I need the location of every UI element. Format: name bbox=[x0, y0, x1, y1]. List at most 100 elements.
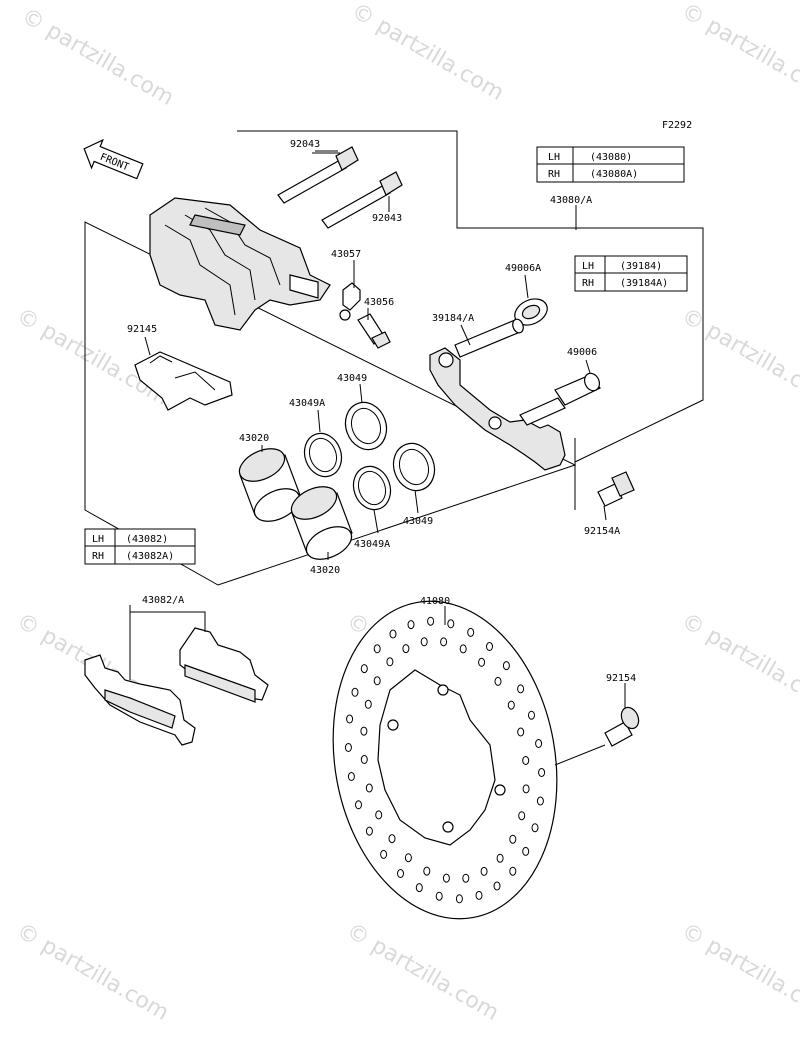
disc-vent-hole bbox=[351, 687, 359, 697]
label-43049a-upper: 43049A bbox=[289, 398, 325, 409]
disc-vent-hole bbox=[496, 853, 504, 863]
disc-vent-hole bbox=[455, 894, 463, 904]
disc-vent-hole bbox=[442, 873, 450, 883]
disc-vent-hole bbox=[493, 881, 501, 891]
label-43057: 43057 bbox=[331, 249, 361, 260]
seal-a-lower bbox=[352, 465, 392, 511]
brake-pad-left bbox=[84, 654, 196, 746]
leader-lines bbox=[129, 150, 626, 766]
disc-vent-hole bbox=[462, 873, 470, 883]
disc-vent-hole bbox=[415, 883, 423, 893]
seal-a-upper bbox=[303, 432, 343, 478]
disc-vent-holes bbox=[344, 616, 546, 904]
disc-vent-hole bbox=[389, 629, 397, 639]
disc-vent-hole bbox=[509, 834, 517, 844]
table-side: RH bbox=[92, 551, 104, 562]
table-part: (39184) bbox=[620, 261, 662, 272]
callout-labels: 92043 92043 43080/A 43057 43056 49006A 3… bbox=[127, 139, 636, 684]
disc-vent-hole bbox=[517, 684, 525, 694]
pads-side-table: LH (43082) RH (43082A) bbox=[84, 528, 196, 565]
disc-vent-hole bbox=[502, 661, 510, 671]
disc-vent-hole bbox=[344, 743, 352, 752]
label-92043-bottom: 92043 bbox=[372, 213, 402, 224]
disc-vent-hole bbox=[360, 755, 368, 764]
table-part: (43080A) bbox=[590, 169, 638, 180]
disc-vent-hole bbox=[360, 664, 368, 674]
label-43020-upper: 43020 bbox=[239, 433, 269, 444]
disc-vent-hole bbox=[388, 834, 396, 844]
disc-vent-hole bbox=[365, 783, 373, 793]
seal-lower bbox=[392, 442, 436, 492]
disc-vent-hole bbox=[522, 846, 530, 856]
table-side: LH bbox=[92, 534, 104, 545]
label-92043-top: 92043 bbox=[290, 139, 320, 150]
disc-vent-hole bbox=[402, 644, 410, 654]
table-part: (43080) bbox=[590, 152, 632, 163]
label-92145: 92145 bbox=[127, 324, 157, 335]
disc-vent-hole bbox=[480, 866, 488, 876]
disc-vent-hole bbox=[528, 710, 535, 720]
pin-top bbox=[277, 146, 359, 204]
disc-vent-hole bbox=[423, 866, 431, 876]
brake-disc bbox=[332, 600, 558, 920]
table-side: RH bbox=[582, 278, 594, 289]
disc-vent-hole bbox=[380, 849, 388, 859]
disc-vent-hole bbox=[538, 768, 546, 777]
disc-bolt bbox=[604, 706, 640, 747]
disc-vent-hole bbox=[467, 627, 475, 637]
disc-vent-hole bbox=[365, 826, 373, 836]
slide-pin bbox=[519, 372, 601, 426]
label-43056: 43056 bbox=[364, 297, 394, 308]
watermark: © partzilla.com bbox=[677, 304, 800, 411]
watermark: © partzilla.com bbox=[677, 609, 800, 716]
disc-vent-hole bbox=[535, 739, 543, 748]
bracket-bolt bbox=[597, 471, 635, 507]
disc-vent-hole bbox=[478, 657, 486, 667]
label-49006: 49006 bbox=[567, 347, 597, 358]
bleeder-valve bbox=[357, 313, 391, 349]
disc-vent-hole bbox=[507, 700, 515, 710]
disc-vent-hole bbox=[440, 637, 448, 647]
table-part: (39184A) bbox=[620, 278, 668, 289]
disc-vent-hole bbox=[459, 644, 467, 654]
label-92154a: 92154A bbox=[584, 526, 620, 537]
disc-vent-hole bbox=[347, 772, 355, 781]
disc-vent-hole bbox=[427, 616, 435, 626]
caliper-side-table: LH (43080) RH (43080A) bbox=[536, 146, 685, 183]
disc-vent-hole bbox=[536, 796, 544, 806]
table-part: (43082) bbox=[126, 534, 168, 545]
watermark: © partzilla.com bbox=[347, 0, 508, 106]
figure-code: F2292 bbox=[662, 120, 692, 131]
disc-vent-hole bbox=[404, 853, 412, 863]
pad-spring bbox=[134, 351, 233, 411]
disc-vent-hole bbox=[522, 756, 530, 765]
disc-vent-hole bbox=[518, 811, 526, 821]
piston-lower bbox=[290, 486, 353, 560]
label-43049a-lower: 43049A bbox=[354, 539, 390, 550]
disc-vent-hole bbox=[364, 699, 372, 709]
table-part: (43082A) bbox=[126, 551, 174, 562]
disc-vent-hole bbox=[375, 810, 383, 820]
label-41080: 41080 bbox=[420, 596, 450, 607]
label-49006a: 49006A bbox=[505, 263, 541, 274]
pin-bottom bbox=[321, 171, 403, 229]
label-43082-a: 43082/A bbox=[142, 595, 184, 606]
brake-pad-right bbox=[179, 627, 269, 703]
disc-vent-hole bbox=[407, 620, 415, 630]
watermark: © partzilla.com bbox=[342, 919, 503, 1026]
watermark: © partzilla.com bbox=[17, 4, 178, 111]
disc-vent-hole bbox=[517, 727, 525, 737]
slide-boot bbox=[514, 298, 548, 326]
disc-vent-hole bbox=[531, 823, 539, 833]
label-39184-a: 39184/A bbox=[432, 313, 474, 324]
disc-vent-hole bbox=[494, 676, 502, 686]
caliper-body bbox=[149, 197, 331, 331]
disc-vent-hole bbox=[397, 869, 404, 878]
bracket-side-table: LH (39184) RH (39184A) bbox=[574, 255, 688, 292]
watermark: © partzilla.com bbox=[677, 919, 800, 1026]
disc-vent-hole bbox=[475, 890, 483, 900]
label-43049-lower: 43049 bbox=[403, 516, 433, 527]
disc-vent-hole bbox=[435, 891, 443, 901]
disc-vent-hole bbox=[386, 657, 394, 667]
